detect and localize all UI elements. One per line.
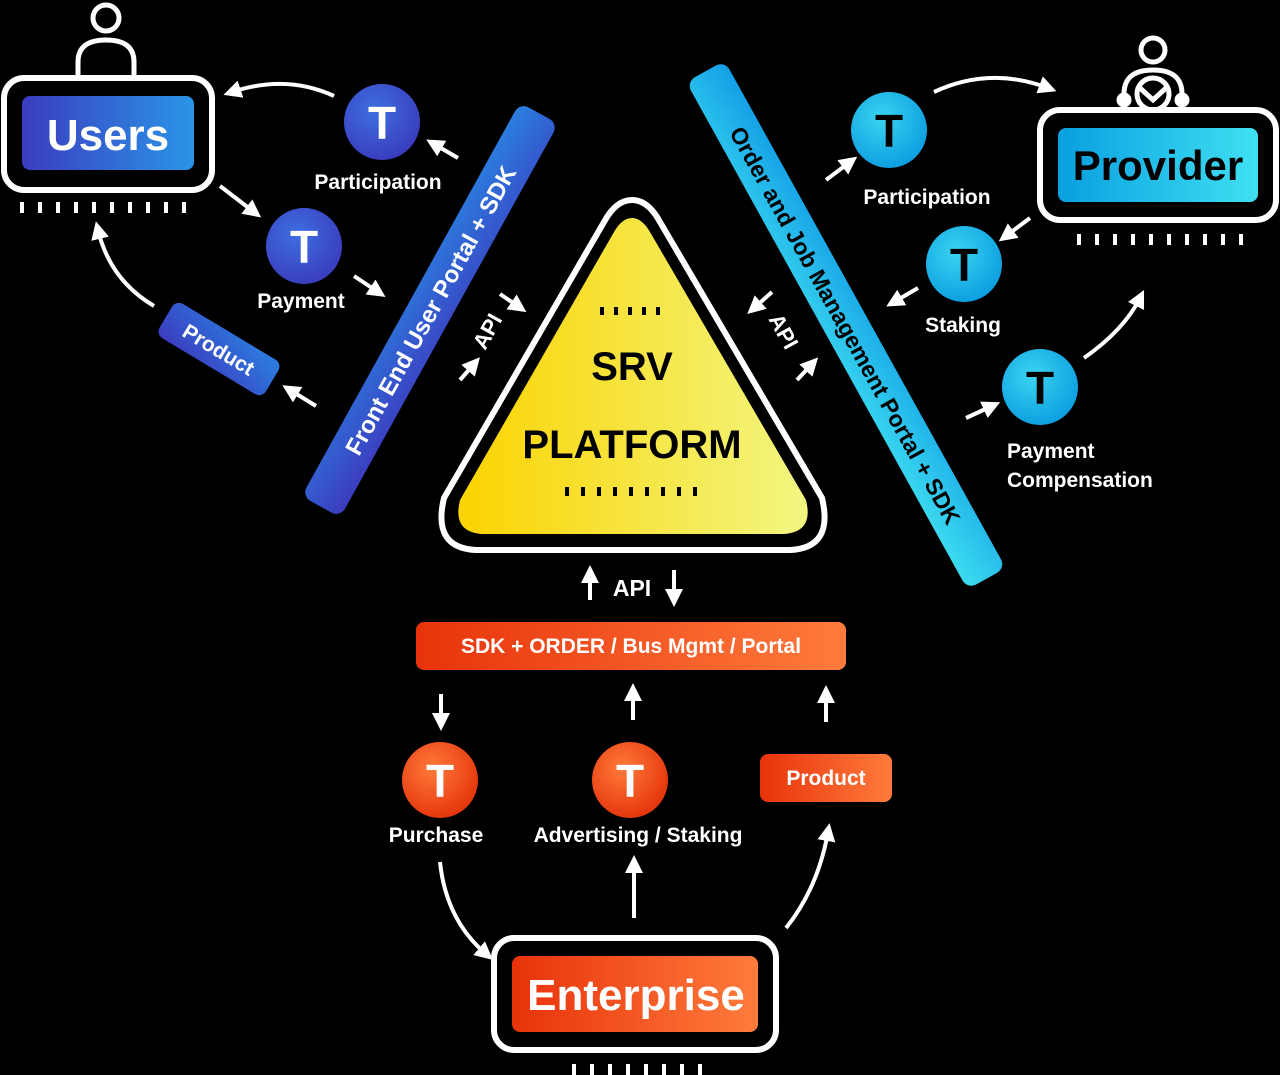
provider-staking-label: Staking (925, 314, 1001, 337)
provider-label: Provider (1073, 142, 1243, 189)
provider-participation-token[interactable]: T Participation (851, 92, 991, 209)
provider-to-staking-arrow (998, 216, 1032, 242)
staking-to-portal-arrow (886, 286, 920, 307)
srv-platform: SRV PLATFORM (438, 197, 828, 553)
users-product-tag[interactable]: Product (156, 300, 283, 398)
token-letter: T (426, 755, 454, 807)
purchase-to-enterprise-arrow (438, 861, 493, 960)
portal-to-product-arrow (282, 385, 318, 408)
users-flow-arrows (91, 80, 460, 408)
bottom-portal-bar[interactable]: SDK + ORDER / Bus Mgmt / Portal (416, 622, 846, 670)
users-payment-label: Payment (257, 290, 345, 313)
bottom-api: API (581, 565, 683, 607)
bottom-portal-label: SDK + ORDER / Bus Mgmt / Portal (461, 635, 801, 658)
users-participation-token[interactable]: T Participation (314, 84, 442, 194)
provider-flow-arrows (824, 75, 1145, 420)
provider-staking-token[interactable]: T Staking (925, 226, 1002, 337)
token-letter: T (950, 239, 978, 291)
users-to-payment-arrow (218, 184, 262, 218)
provider-actor: Provider (1037, 35, 1279, 245)
left-api-label: API (468, 309, 508, 353)
enterprise-product-tag[interactable]: Product (760, 754, 892, 802)
users-participation-label: Participation (314, 171, 441, 194)
enterprise-flow-arrows (432, 683, 836, 960)
provider-payment-label-line1: Payment (1007, 440, 1095, 463)
platform-dots-top (600, 307, 660, 315)
user-person-icon (75, 2, 137, 78)
participation-to-users-arrow (223, 80, 335, 98)
right-api-out-arrow (795, 357, 819, 382)
portal-to-participation-arrow (824, 156, 858, 182)
enterprise-advertising-label: Advertising / Staking (534, 824, 743, 847)
left-api-in-arrow (498, 292, 527, 313)
right-api-label: API (764, 309, 804, 353)
users-actor: Users (1, 2, 215, 213)
token-letter: T (875, 105, 903, 157)
enterprise-base-ticks (572, 1064, 702, 1075)
enterprise-actor: Enterprise (491, 935, 779, 1075)
left-api: API (458, 292, 527, 382)
platform-title-line1: SRV (591, 345, 673, 389)
enterprise-advertising-token[interactable]: T Advertising / Staking (534, 742, 743, 847)
enterprise-product-label: Product (786, 767, 865, 790)
token-letter: T (290, 221, 318, 273)
token-letter: T (368, 97, 396, 149)
right-api-in-arrow (747, 290, 774, 314)
payment-to-portal-arrow (352, 274, 386, 297)
provider-payment-token[interactable]: T Payment Compensation (1002, 349, 1153, 492)
users-box[interactable] (22, 96, 194, 170)
enterprise-label: Enterprise (527, 971, 745, 1020)
participation-to-provider-arrow (933, 75, 1057, 94)
provider-payment-label-line2: Compensation (1007, 469, 1153, 492)
driver-person-icon (1116, 35, 1190, 113)
left-api-out-arrow (458, 357, 480, 382)
product-to-users-arrow (91, 221, 156, 308)
platform-dots-bottom (565, 487, 697, 496)
users-base-ticks (20, 202, 186, 213)
users-label: Users (47, 111, 169, 160)
provider-participation-label: Participation (863, 186, 990, 209)
enterprise-to-product-arrow (784, 823, 836, 930)
portal-to-participation-arrow (426, 139, 460, 160)
portal-to-payment-arrow (965, 401, 1001, 420)
payment-to-provider-arrow (1082, 289, 1145, 360)
right-api: API (747, 290, 819, 382)
platform-title-line2: PLATFORM (522, 423, 741, 467)
provider-box[interactable] (1058, 128, 1258, 202)
bottom-api-label: API (613, 575, 651, 601)
enterprise-purchase-label: Purchase (389, 824, 484, 847)
enterprise-box[interactable] (512, 956, 758, 1032)
token-letter: T (1026, 362, 1054, 414)
enterprise-purchase-token[interactable]: T Purchase (389, 742, 484, 847)
users-payment-token[interactable]: T Payment (257, 208, 345, 313)
token-letter: T (616, 755, 644, 807)
provider-base-ticks (1077, 234, 1243, 245)
